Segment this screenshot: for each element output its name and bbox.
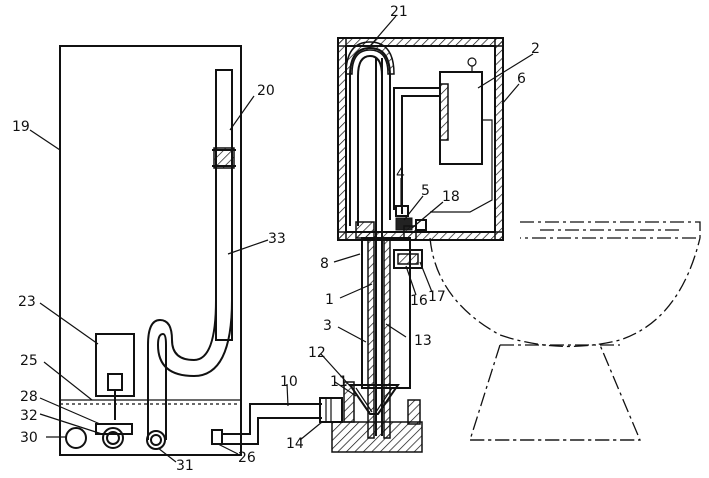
label-32: 32 [20,408,38,424]
bottom-components [65,423,166,450]
label-18: 18 [442,189,460,205]
label-14: 14 [286,436,304,452]
label-31: 31 [176,458,194,474]
cistern-box-6 [337,37,504,241]
label-20: 20 [257,83,275,99]
label-12: 12 [308,345,326,361]
hose-33 [147,299,233,440]
label-8: 8 [320,256,329,272]
label-25: 25 [20,353,38,369]
column-pipe [361,58,411,439]
label-23: 23 [18,294,36,310]
outlet-26 [211,429,223,445]
label-11: 11 [330,374,348,390]
toilet-bowl [429,221,701,441]
label-5: 5 [421,183,430,199]
connecting-pipe-10 [222,403,322,445]
label-16: 16 [410,293,428,309]
label-26: 26 [238,450,256,466]
label-3: 3 [323,318,332,334]
left-tank [59,45,242,456]
siphon-bend-21 [345,41,395,226]
leader-lines [29,15,534,463]
reference-labels: 21 2 6 20 19 4 5 18 33 8 1 16 17 23 3 13… [12,4,540,474]
label-28: 28 [20,389,38,405]
valve-seat [355,205,427,269]
label-1: 1 [325,292,334,308]
label-19: 19 [12,119,30,135]
label-4: 4 [396,166,405,182]
vertical-pipe-20 [212,69,236,341]
pump-box-23 [95,333,135,420]
valve-11-14 [319,397,343,423]
float-box-2 [393,57,493,214]
label-21: 21 [390,4,408,20]
label-33: 33 [268,231,286,247]
label-2: 2 [531,41,540,57]
label-10: 10 [280,374,298,390]
label-30: 30 [20,430,38,446]
label-13: 13 [414,333,432,349]
label-17: 17 [428,289,446,305]
label-6: 6 [517,71,526,87]
